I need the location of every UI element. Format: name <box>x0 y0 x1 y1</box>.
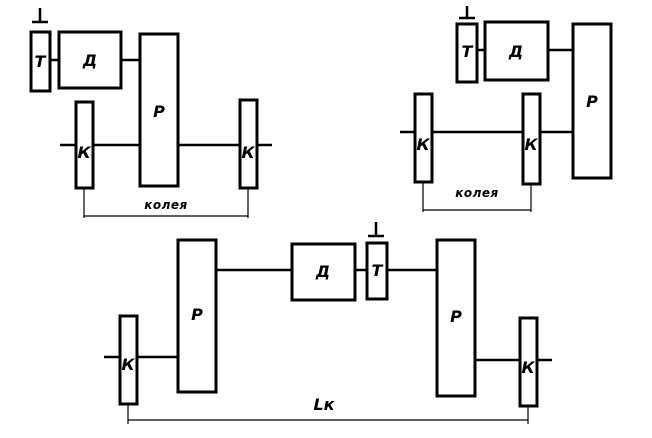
engine-label: Д <box>82 51 97 70</box>
wheel-label: К <box>241 143 255 162</box>
gearbox-block-right <box>435 238 477 398</box>
engine-block <box>290 242 357 302</box>
wheel-label: К <box>524 135 538 154</box>
brake-block <box>455 22 479 84</box>
gearbox-block-left <box>176 238 218 394</box>
gearbox-block <box>138 32 180 188</box>
brake-block <box>29 30 52 93</box>
engine-block <box>483 20 550 82</box>
wheel-label: К <box>121 355 135 374</box>
gearbox-label: Р <box>191 305 203 324</box>
brake-label: Т <box>35 52 47 71</box>
scheme-top-right: Т Д Р К К колея <box>400 6 613 212</box>
wheel-label: К <box>521 358 535 377</box>
engine-label: Д <box>508 42 523 61</box>
engine-block <box>57 30 123 90</box>
brake-label: Т <box>462 42 474 61</box>
wheel-label: К <box>77 143 91 162</box>
track-label: колея <box>455 186 499 200</box>
gearbox-block <box>571 22 613 180</box>
scheme-top-left: Т Д Р К К колея <box>29 8 272 218</box>
scheme-bottom: Р Д Т Р К К Lк <box>104 222 552 424</box>
brake-label: Т <box>372 261 384 280</box>
engine-label: Д <box>315 262 330 281</box>
gearbox-label: Р <box>450 307 462 326</box>
wheelbase-label: Lк <box>313 395 335 414</box>
track-label: колея <box>144 198 188 212</box>
gearbox-label: Р <box>586 92 598 111</box>
gearbox-label: Р <box>153 102 165 121</box>
wheel-label: К <box>416 135 430 154</box>
